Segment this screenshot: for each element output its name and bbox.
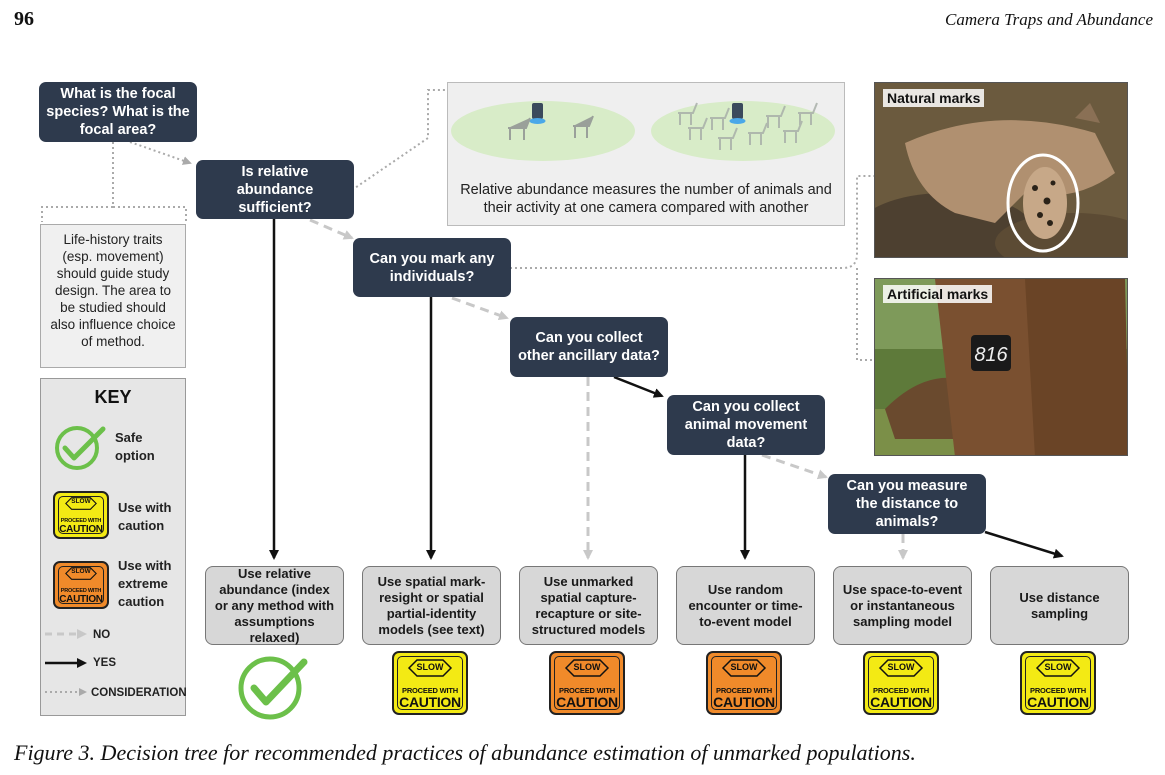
question-mark-individuals: Can you mark any individuals? (353, 238, 511, 297)
artificial-marks-photo: 816 Artificial marks (874, 278, 1128, 456)
key-extreme-caution-label: Use with extreme caution (118, 558, 172, 609)
key-caution-label: Use with caution (118, 500, 172, 533)
relative-abundance-text: Relative abundance measures the number o… (460, 182, 832, 216)
page-number: 96 (14, 8, 34, 30)
consideration-line-focal (129, 141, 192, 165)
outcome-spatial-mark-resight: Use spatial mark-resight or spatial part… (362, 566, 501, 645)
elk-image: 816 (875, 279, 1127, 455)
no-arrow-mark (451, 296, 509, 320)
consideration-line-icon (45, 688, 87, 696)
natural-marks-photo: Natural marks (874, 82, 1128, 258)
yes-arrow-ancillary (613, 375, 664, 398)
key-title: KEY (94, 387, 132, 407)
no-arrow-relative (309, 218, 354, 240)
figure-caption: Figure 3. Decision tree for recommended … (14, 740, 916, 765)
consideration-line-photos (510, 175, 874, 361)
running-title: Camera Traps and Abundance (945, 10, 1153, 29)
outcome-space-to-event: Use space-to-event or instantaneous samp… (833, 566, 972, 645)
outcome-unmarked-scr: Use unmarked spatial capture-recapture o… (519, 566, 658, 645)
question-movement-data: Can you collect animal movement data? (667, 395, 825, 455)
question-distance: Can you measure the distance to animals? (828, 474, 986, 534)
camera-icon (529, 103, 546, 124)
life-history-note: Life-history traits (esp. movement) shou… (40, 224, 186, 368)
question-ancillary-data: Can you collect other ancillary data? (510, 317, 668, 377)
deer-icon (508, 115, 594, 140)
bobcat-image (875, 83, 1127, 257)
relative-abundance-panel: Relative abundance measures the number o… (447, 82, 845, 226)
camera-icon (729, 103, 746, 124)
key-consideration-label: CONSIDERATION (91, 687, 187, 699)
artificial-marks-label: Artificial marks (883, 285, 993, 303)
yes-line-icon (45, 658, 87, 668)
safe-check-icon (55, 426, 106, 470)
question-relative-abundance: Is relative abundance sufficient? (196, 160, 354, 219)
consideration-line-lifehistory (41, 142, 187, 222)
deer-herd-icon (678, 102, 818, 150)
yes-arrow-distance (984, 530, 1064, 559)
no-arrow-movement (761, 453, 828, 480)
key-no-label: NO (93, 629, 111, 641)
outcome-relative-abundance: Use relative abundance (index or any met… (205, 566, 344, 645)
consideration-line-panel (351, 89, 446, 191)
question-focal-species: What is the focal species? What is the f… (39, 82, 197, 142)
collar-tag-number: 816 (974, 344, 1008, 366)
natural-marks-label: Natural marks (883, 89, 985, 107)
camera-illustration (451, 101, 835, 161)
outcome-random-encounter: Use random encounter or time-to-event mo… (676, 566, 815, 645)
key-yes-label: YES (93, 657, 117, 669)
safe-check-icon (238, 656, 308, 720)
no-line-icon (45, 629, 87, 639)
key-safe-label: Safe option (115, 430, 155, 463)
outcome-distance-sampling: Use distance sampling (990, 566, 1129, 645)
